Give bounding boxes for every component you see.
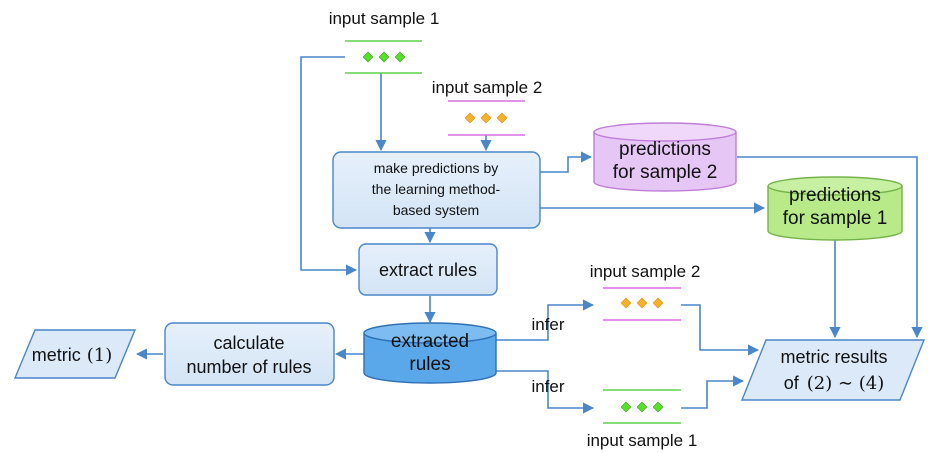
make-predictions-line-2: the learning method- xyxy=(372,181,501,197)
edge-sample1-to-results xyxy=(681,375,745,409)
edges xyxy=(135,56,923,414)
pred-sample1-line-1: predictions xyxy=(789,185,881,206)
sample-dot xyxy=(652,401,664,413)
metric1-word: metric xyxy=(32,345,81,365)
metric-results-line-2: of (2) ∼ (4) xyxy=(784,373,885,394)
infer-sample2-dots xyxy=(620,297,664,309)
metric-results-line-1: metric results xyxy=(780,347,887,367)
metric1-output: metric (1) xyxy=(13,329,137,379)
pred-sample1-db: predictions for sample 1 xyxy=(767,176,903,241)
edge-sample1-to-extract xyxy=(300,56,358,276)
top-sample1-label: input sample 1 xyxy=(329,9,440,28)
calculate-box: calculate number of rules xyxy=(164,322,335,386)
extracted-rules-line-1: extracted xyxy=(391,331,469,352)
sample-dot xyxy=(378,51,390,63)
infer-sample1-label: input sample 1 xyxy=(587,431,698,450)
metric1-math: (1) xyxy=(87,345,113,366)
extract-rules-label: extract rules xyxy=(379,260,477,280)
sample-dot xyxy=(620,297,632,309)
sample-dot xyxy=(652,297,664,309)
extracted-rules-line-2: rules xyxy=(409,354,450,375)
infer-sample1: input sample 1 xyxy=(587,389,698,450)
pred-sample2-line-2: for sample 2 xyxy=(613,162,718,183)
sample-dot xyxy=(362,51,374,63)
sample-dot xyxy=(636,401,648,413)
edge-sample2-to-results xyxy=(681,304,760,356)
infer-sample1-dots xyxy=(620,401,664,413)
edge-infer-sample2 xyxy=(496,299,595,341)
sample-dot xyxy=(464,112,476,124)
extracted-rules-db: extracted rules xyxy=(363,322,497,384)
top-sample2: input sample 2 xyxy=(432,78,543,136)
pred-sample2-db: predictions for sample 2 xyxy=(593,122,737,192)
sample-dot xyxy=(394,51,406,63)
infer-bottom-label: infer xyxy=(531,377,564,396)
pred-sample1-line-2: for sample 1 xyxy=(783,208,888,229)
metric-results-math: (2) ∼ (4) xyxy=(807,373,885,394)
sample-dot xyxy=(636,297,648,309)
extract-rules-box: extract rules xyxy=(358,243,498,296)
infer-top-label: infer xyxy=(531,315,564,334)
top-sample2-label: input sample 2 xyxy=(432,78,543,97)
sample-dot xyxy=(496,112,508,124)
top-sample1: input sample 1 xyxy=(329,9,440,74)
make-predictions-line-1: make predictions by xyxy=(374,160,499,176)
metric-results-output: metric results of (2) ∼ (4) xyxy=(740,339,926,401)
infer-sample2: input sample 2 xyxy=(590,262,701,321)
infer-sample2-label: input sample 2 xyxy=(590,262,701,281)
calculate-line-1: calculate xyxy=(213,333,284,353)
sample-dot xyxy=(620,401,632,413)
metric-results-of: of xyxy=(784,373,800,393)
metric1-text: metric (1) xyxy=(32,345,113,366)
make-predictions-box: make predictions by the learning method-… xyxy=(332,151,541,229)
calculate-line-2: number of rules xyxy=(186,357,311,377)
edge-infer-sample1 xyxy=(496,370,595,414)
top-sample2-dots xyxy=(464,112,508,124)
sample-dot xyxy=(480,112,492,124)
make-predictions-line-3: based system xyxy=(393,202,479,218)
top-sample1-dots xyxy=(362,51,406,63)
edge-pred2-to-results xyxy=(737,156,923,339)
pred-sample2-line-1: predictions xyxy=(619,139,711,160)
edge-predict-to-pred2 xyxy=(540,151,593,173)
